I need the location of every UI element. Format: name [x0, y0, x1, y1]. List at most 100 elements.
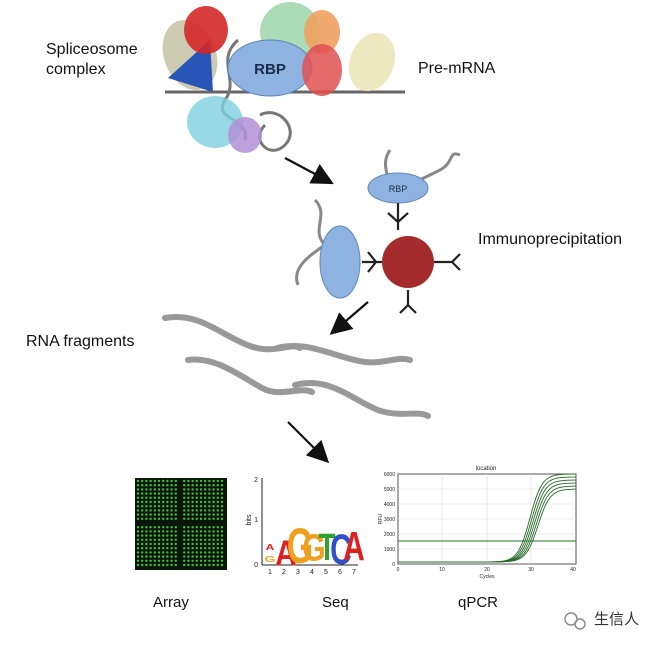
microarray-spot	[145, 559, 148, 562]
microarray-spot	[145, 555, 148, 558]
microarray-spot	[136, 492, 140, 495]
microarray-spot	[153, 484, 156, 487]
microarray-spot	[141, 526, 144, 529]
microarray-spot	[136, 551, 140, 554]
microarray-spot	[174, 488, 177, 491]
microarray-spot	[170, 488, 173, 491]
microarray-spot	[170, 509, 173, 512]
microarray-spot	[149, 500, 152, 504]
microarray-spot	[157, 559, 161, 562]
microarray-spot	[191, 488, 194, 491]
microarray-spot	[216, 496, 219, 499]
microarray-spot	[162, 547, 165, 550]
microarray-spot	[170, 530, 173, 533]
microarray-spot	[212, 542, 215, 546]
microarray-spot	[199, 551, 203, 554]
microarray-spot	[208, 538, 211, 541]
microarray-spot	[212, 492, 215, 495]
microarray-spot	[157, 551, 161, 554]
qpcr-ytick: 2000	[384, 532, 395, 538]
qpcr-ytick: 0	[392, 562, 395, 568]
microarray-spot	[141, 534, 144, 537]
microarray-spot	[216, 538, 219, 541]
microarray-spot	[157, 538, 161, 541]
microarray-spot	[149, 530, 152, 533]
microarray-spot	[208, 559, 211, 562]
microarray-spot	[153, 517, 156, 520]
microarray-spot	[153, 479, 156, 483]
microarray-spot	[157, 563, 161, 567]
spliceosome-subunit	[184, 6, 228, 54]
microarray-spot	[170, 559, 173, 562]
rna-fragment	[292, 380, 431, 419]
microarray-spot	[208, 496, 211, 499]
antibody	[362, 251, 382, 273]
microarray-spot	[153, 563, 156, 567]
microarray-spot	[153, 496, 156, 499]
microarray-spot	[153, 488, 156, 491]
microarray-spot	[204, 479, 207, 483]
microarray-spot	[195, 534, 198, 537]
array-label: Array	[153, 594, 189, 611]
microarray-spot	[162, 484, 165, 487]
microarray-spot	[170, 517, 173, 520]
microarray-spot	[170, 534, 173, 537]
microarray-spot	[149, 509, 152, 512]
microarray-spot	[195, 517, 198, 520]
microarray-spot	[166, 500, 169, 504]
arrow-to-rna-fragments	[329, 301, 369, 335]
microarray-spot	[187, 513, 190, 516]
microarray-spot	[141, 538, 144, 541]
seq-logo-letter: A	[275, 534, 297, 574]
microarray-spot	[191, 526, 194, 529]
microarray-spot	[149, 496, 152, 499]
microarray-spot	[191, 542, 194, 546]
microarray-spot	[183, 500, 186, 504]
qpcr-ytick: 1000	[384, 547, 395, 553]
seq-logo-position: 6	[338, 569, 342, 576]
microarray-spot	[157, 517, 161, 520]
microarray-spot	[166, 559, 169, 562]
microarray-spot	[220, 484, 224, 487]
microarray-spot	[162, 542, 165, 546]
microarray-spot	[149, 505, 152, 508]
microarray-spot	[187, 526, 190, 529]
microarray-spot	[157, 555, 161, 558]
microarray-spot	[208, 479, 211, 483]
microarray-spot	[166, 484, 169, 487]
qpcr-xtick: 10	[439, 567, 445, 573]
microarray-spot	[183, 526, 186, 529]
seq-logo-ytick: 1	[254, 517, 258, 524]
microarray-spot	[212, 551, 215, 554]
seq-logo-ytick: 0	[254, 562, 258, 569]
microarray-spot	[216, 517, 219, 520]
microarray-spot	[141, 505, 144, 508]
microarray-spot	[204, 513, 207, 516]
microarray-spot	[153, 547, 156, 550]
microarray-spot	[136, 479, 140, 483]
microarray-spot	[187, 538, 190, 541]
microarray-spot	[149, 479, 152, 483]
microarray-spot	[183, 555, 186, 558]
microarray-spot	[191, 530, 194, 533]
microarray-spot	[162, 559, 165, 562]
microarray-spot	[141, 500, 144, 504]
seq-logo-positions: 1 2 3 4 5 6 7	[268, 569, 356, 576]
microarray-spot	[170, 479, 173, 483]
microarray-spot	[162, 500, 165, 504]
qpcr-xtick: 40	[570, 567, 576, 573]
microarray-spot	[187, 551, 190, 554]
microarray-spot	[220, 542, 224, 546]
microarray-spot	[136, 555, 140, 558]
microarray-spot	[208, 484, 211, 487]
microarray-spot	[191, 547, 194, 550]
microarray-spot	[157, 534, 161, 537]
microarray-spot	[187, 500, 190, 504]
microarray-spot	[157, 505, 161, 508]
microarray-spot	[216, 526, 219, 529]
microarray-spot	[212, 505, 215, 508]
microarray-spot	[195, 551, 198, 554]
spliceosome-subunit	[348, 32, 396, 92]
microarray-spot	[195, 513, 198, 516]
seq-logo-letter: C	[330, 526, 352, 573]
